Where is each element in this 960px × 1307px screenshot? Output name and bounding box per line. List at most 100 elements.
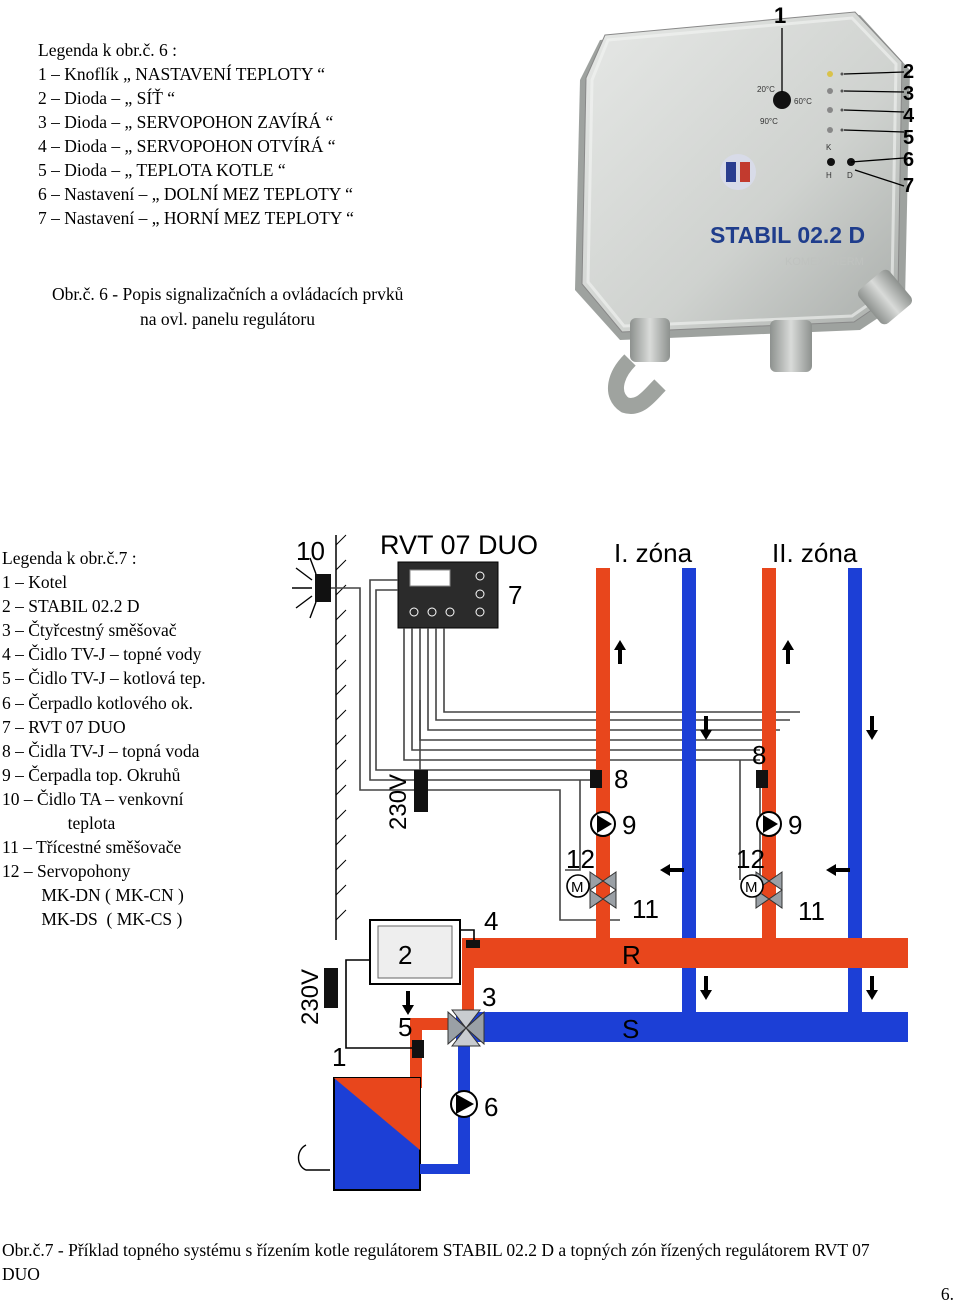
- sensor-5: [412, 1040, 424, 1058]
- callout-7: 7: [903, 175, 914, 197]
- four-way-mixer-icon: [447, 1009, 485, 1047]
- legend-item: 5 – Dioda – „ TEPLOTA KOTLE “: [38, 160, 286, 180]
- caption-line: Obr.č. 6 - Popis signalizačních a ovláda…: [52, 284, 404, 304]
- pump-icon: [756, 811, 782, 837]
- boiler-icon: [297, 1077, 421, 1191]
- zone-pipes: [596, 568, 862, 1038]
- legend-item: 2 – Dioda – „ SÍŤ “: [38, 88, 176, 108]
- led-label: K: [826, 143, 832, 152]
- rvt-title: RVT 07 DUO: [380, 530, 538, 560]
- label-7: 7: [508, 580, 522, 610]
- led-label: H: [826, 171, 832, 180]
- knob-max-label: 60°C: [794, 97, 812, 106]
- low-limit-setting: [827, 158, 835, 166]
- label-8: 8: [752, 740, 766, 770]
- return-header: [462, 938, 908, 968]
- page-number: 6.: [940, 1284, 954, 1304]
- sensor-8: [590, 770, 602, 788]
- led-mark: [840, 89, 844, 93]
- caption-line: na ovl. panelu regulátoru: [140, 309, 315, 329]
- legend-item: 4 – Čidlo TV-J – topné vody: [2, 644, 202, 665]
- outdoor-sensor-icon: [292, 557, 331, 619]
- power-plug-icon: [414, 770, 428, 812]
- servo-motor-icon: M: [566, 874, 590, 898]
- rvt-controller: [397, 561, 499, 629]
- legend-fig6-title: Legenda k obr.č. 6 :: [38, 40, 177, 60]
- supply-header: [456, 1012, 908, 1042]
- legend-fig6: Legenda k obr.č. 6 : 1 – Knoflík „ NASTA…: [38, 38, 354, 230]
- legend-item: 5 – Čidlo TV-J – kotlová tep.: [2, 668, 206, 689]
- legend-item: 6 – Čerpadlo kotlového ok.: [2, 692, 194, 713]
- led-dot: [827, 88, 833, 94]
- stabil-unit-icon: [369, 919, 461, 985]
- return-label: R: [622, 940, 641, 970]
- cable-gland: [857, 269, 913, 325]
- legend-item: 1 – Kotel: [2, 572, 68, 593]
- label-5: 5: [398, 1012, 412, 1042]
- servo-motor-icon: M: [740, 874, 764, 898]
- legend-item: 9 – Čerpadla top. Okruhů: [2, 764, 181, 785]
- zone2-label: II. zóna: [772, 538, 858, 568]
- legend-item: 8 – Čidla TV-J – topná voda: [2, 740, 200, 761]
- label-11: 11: [798, 896, 825, 926]
- device-label: STABIL 02.2 D: [710, 222, 865, 248]
- label-2: 2: [398, 940, 412, 970]
- label-12: 12: [736, 844, 765, 874]
- pump-icon: [590, 811, 616, 837]
- legend-item: 7 – RVT 07 DUO: [2, 716, 126, 737]
- led-dot: [827, 107, 833, 113]
- outdoor-wall: [335, 534, 347, 940]
- label-10: 10: [296, 536, 325, 566]
- legend-item: 11 – Třícestné směšovače: [2, 837, 182, 858]
- supply-label: S: [622, 1014, 639, 1044]
- stabil-device-illustration: 20°C 60°C 90°C K H D 1 2 3 4 5 6 7 STABI…: [575, 3, 915, 414]
- figure7-caption: Obr.č.7 - Příklad topného systému s říze…: [2, 1240, 870, 1284]
- figure6-caption: Obr.č. 6 - Popis signalizačních a ovláda…: [52, 282, 403, 332]
- svg-text:M: M: [571, 879, 584, 896]
- boiler-supply-pipe: [462, 938, 474, 1018]
- label-9: 9: [788, 810, 802, 840]
- label-3: 3: [482, 982, 496, 1012]
- svg-text:M: M: [745, 879, 758, 896]
- callout-3: 3: [903, 83, 914, 105]
- callout-1: 1: [774, 3, 786, 28]
- led-dot: [827, 127, 833, 133]
- led-mark: [840, 72, 844, 76]
- label-1: 1: [332, 1042, 346, 1072]
- power-plug-icon: [324, 968, 338, 1008]
- sensor-8: [756, 770, 768, 788]
- label-12: 12: [566, 844, 595, 874]
- led-label: D: [847, 171, 853, 180]
- callout-5: 5: [903, 127, 914, 149]
- legend-item: 7 – Nastavení – „ HORNÍ MEZ TEPLOTY “: [38, 208, 354, 228]
- cable-gland: [770, 320, 812, 372]
- led-dot: [827, 71, 833, 77]
- legend-item: 12 – Servopohony: [2, 861, 131, 882]
- voltage-label: 230V: [297, 969, 324, 1025]
- legend-item: teplota: [2, 813, 116, 834]
- boiler-supply-pipe: [410, 1018, 450, 1030]
- led-mark: [840, 128, 844, 132]
- voltage-label: 230V: [385, 774, 412, 830]
- legend-item: 2 – STABIL 02.2 D: [2, 596, 140, 617]
- led-mark: [840, 108, 844, 112]
- legend-item: 3 – Dioda – „ SERVOPOHON ZAVÍRÁ “: [38, 112, 334, 132]
- label-11: 11: [632, 894, 659, 924]
- sensor-4: [466, 940, 480, 948]
- legend-fig7: Legenda k obr.č.7 : 1 – Kotel 2 – STABIL…: [2, 546, 206, 932]
- brand-logo-icon: [720, 154, 756, 190]
- cable-gland: [608, 318, 670, 414]
- label-8: 8: [614, 764, 628, 794]
- legend-fig7-title: Legenda k obr.č.7 :: [2, 548, 137, 568]
- legend-item: 4 – Dioda – „ SERVOPOHON OTVÍRÁ “: [38, 136, 336, 156]
- knob-min-label: 20°C: [757, 85, 775, 94]
- pump-icon: [450, 1090, 478, 1118]
- label-4: 4: [484, 906, 498, 936]
- boiler-return-pipe: [420, 1164, 470, 1174]
- zone1-label: I. zóna: [614, 538, 693, 568]
- callout-6: 6: [903, 149, 914, 171]
- callout-4: 4: [903, 105, 915, 127]
- legend-item: 3 – Čtyřcestný směšovač: [2, 620, 177, 641]
- legend-item: 1 – Knoflík „ NASTAVENÍ TEPLOTY “: [38, 64, 325, 84]
